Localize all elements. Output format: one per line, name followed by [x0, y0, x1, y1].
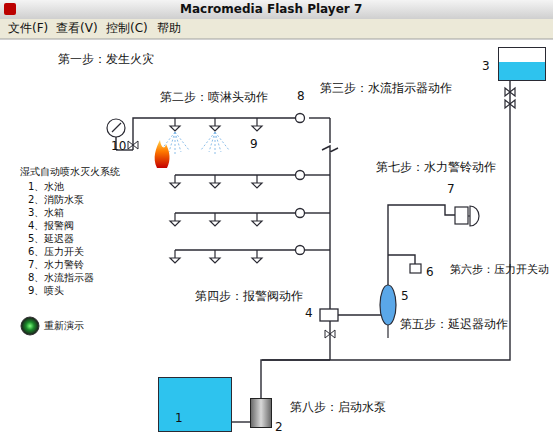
menu-border — [0, 39, 553, 40]
menu-item: 文件(F) — [8, 22, 48, 36]
label-text: 第八步：启动水泵 — [290, 401, 386, 415]
label-text: 9、喷头 — [28, 285, 64, 297]
callout-number: 2 — [275, 421, 283, 435]
label-text: 第一步：发生火灾 — [58, 53, 154, 67]
menu-item: 控制(C) — [106, 22, 148, 36]
label-text: 8、水流指示器 — [28, 272, 94, 284]
label-text: 7、水力警铃 — [28, 259, 84, 271]
label-text: 10 — [111, 140, 126, 154]
label-text: 第二步：喷淋头动作 — [160, 91, 268, 105]
fire-pump: 2 — [250, 398, 272, 428]
water-tank: 3 — [498, 47, 546, 81]
label-text: 3、水箱 — [28, 207, 64, 219]
label-text: 2、消防水泵 — [28, 194, 84, 206]
test-valve — [128, 141, 138, 149]
water-motor-gong — [455, 206, 479, 226]
alarm-valve — [320, 309, 338, 321]
label-text: 1、水池 — [28, 181, 64, 193]
label-text: 第三步：水流指示器动作 — [320, 82, 452, 96]
label-text: 8 — [297, 90, 305, 104]
pressure-switch — [410, 264, 421, 273]
app-icon — [4, 3, 16, 15]
callout-number: 3 — [482, 60, 490, 74]
window-title: Macromedia Flash Player 7 — [180, 3, 362, 17]
pipe-connector — [261, 81, 510, 398]
label-text: 重新演示 — [44, 320, 84, 332]
label-text: 第七步：水力警铃动作 — [376, 161, 496, 175]
label-text: 7 — [447, 183, 455, 197]
menu-bar — [0, 19, 553, 39]
label-text: 第四步：报警阀动作 — [195, 290, 303, 304]
water-pool: 1 — [158, 377, 232, 432]
label-text: 9 — [250, 138, 258, 152]
pipe-connector — [232, 421, 250, 422]
fire — [155, 140, 170, 168]
label-text: 第五步：延迟器动作 — [400, 318, 508, 332]
label-text: 湿式自动喷水灭火系统 — [20, 166, 120, 178]
label-text: 第六步：压力开关动 — [450, 264, 549, 277]
label-text: 4、报警阀 — [28, 220, 74, 232]
menu-item: 帮助 — [157, 22, 181, 36]
label-text: 5 — [401, 290, 409, 304]
label-text: 5、延迟器 — [28, 233, 74, 245]
drain — [387, 325, 388, 338]
label-text: 4 — [305, 307, 313, 321]
flow-indicators — [296, 114, 305, 255]
label-text: 6 — [426, 266, 434, 280]
retard-chamber — [380, 285, 396, 325]
callout-number: 1 — [175, 412, 183, 426]
gate-valve — [325, 330, 335, 338]
label-text: 6、压力开关 — [28, 246, 84, 258]
pressure-gauge — [107, 119, 125, 137]
sprinkler-heads — [170, 118, 262, 263]
water-spray — [161, 132, 229, 154]
title-bar — [0, 0, 553, 19]
replay-button — [21, 317, 39, 335]
menu-item: 查看(V) — [56, 22, 98, 36]
